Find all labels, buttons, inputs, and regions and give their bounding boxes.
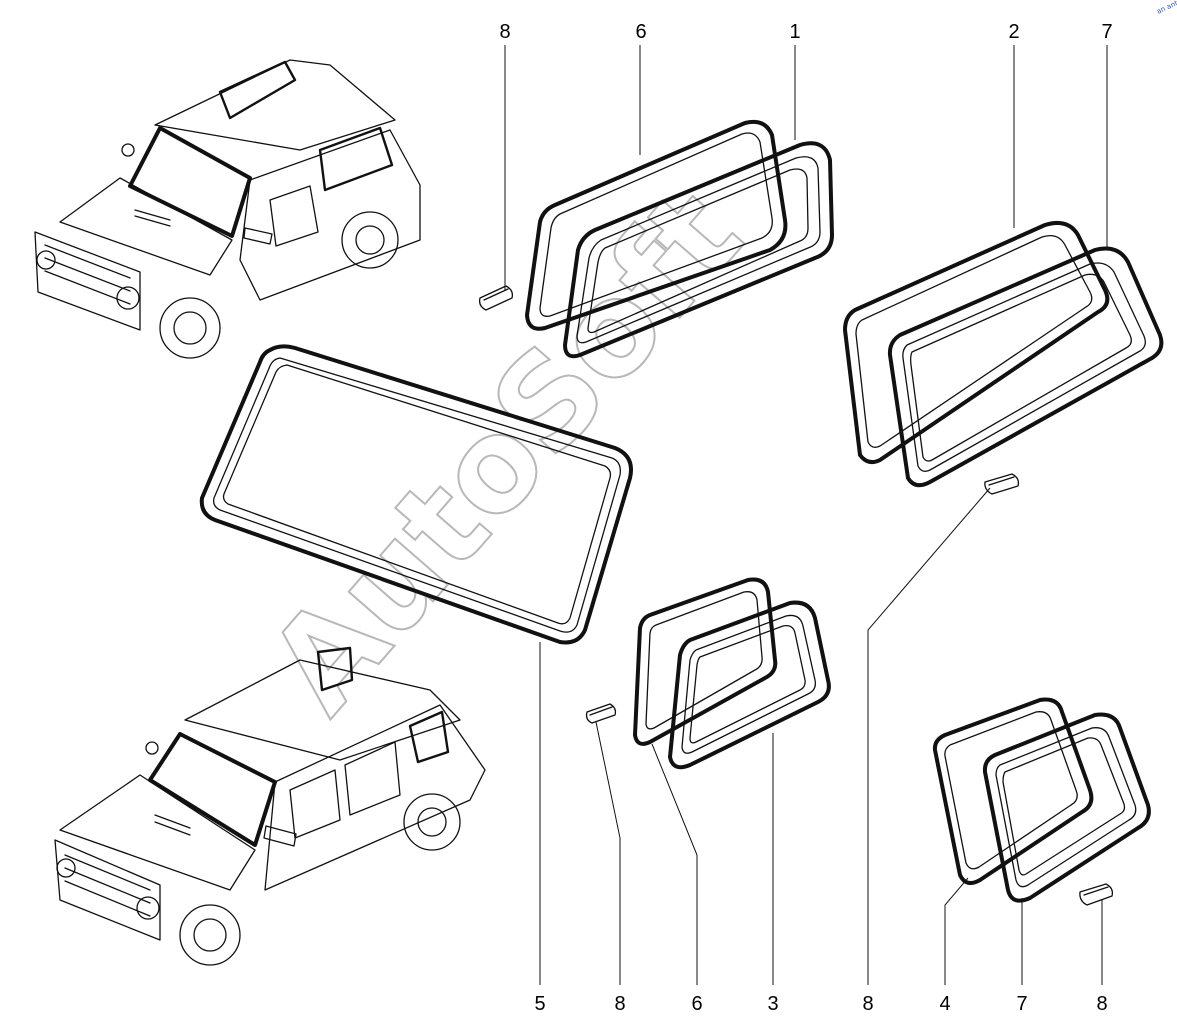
callout-label: 6 [635, 21, 646, 43]
callout-labels-bottom: 5 8 6 3 8 4 7 8 [534, 993, 1107, 1015]
leader-lines [504, 45, 1108, 985]
callout-label: 7 [1016, 993, 1027, 1015]
callout-label: 8 [1096, 993, 1107, 1015]
callout-labels-top: 8 6 1 2 7 [499, 21, 1112, 43]
side-window-seal-front [887, 246, 1164, 488]
car-5door-illustration [54, 646, 486, 966]
callout-label: 2 [1008, 21, 1019, 43]
callout-label: 6 [691, 993, 702, 1015]
watermark-text: AutoSoft [241, 162, 771, 740]
callout-label: 8 [862, 993, 873, 1015]
car-3door-illustration [34, 59, 421, 359]
rear-side-window-seal-front [563, 141, 834, 359]
windshield-seal [199, 344, 633, 645]
rear-side-window-seal-rear [525, 119, 788, 331]
door-window-seal-rear [633, 577, 778, 746]
callout-label: 5 [534, 993, 545, 1015]
side-window-seal-rear [843, 221, 1110, 465]
vent-window-seal-rear [932, 697, 1094, 886]
clip-part-8-top [478, 285, 514, 311]
vent-window-seal-front [982, 712, 1151, 903]
callout-label: 1 [789, 21, 800, 43]
callout-label: 4 [939, 993, 950, 1015]
clip-part-8-bottom-right [1079, 883, 1114, 906]
door-window-seal-front [668, 600, 831, 770]
callout-label: 7 [1101, 21, 1112, 43]
clip-part-8-middle [585, 703, 617, 724]
callout-label: 8 [614, 993, 625, 1015]
clip-part-8-right [984, 473, 1020, 495]
corner-stamp: an ant [1155, 0, 1177, 16]
callout-label: 3 [767, 993, 778, 1015]
callout-label: 8 [499, 21, 510, 43]
